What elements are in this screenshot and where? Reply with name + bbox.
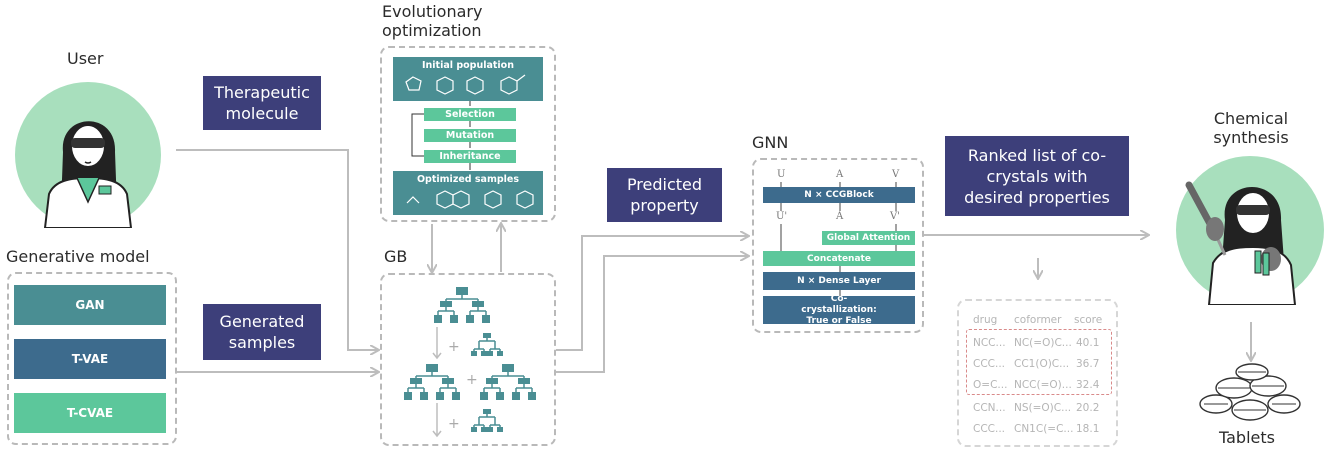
pill-icon [1199, 363, 1301, 421]
row-drug: CCC... [973, 423, 1006, 435]
concatenate-layer: Concatenate [763, 251, 915, 266]
header-score: score [1074, 314, 1103, 326]
gnn-output-u: U' [776, 211, 788, 222]
row-drug: CCC... [973, 358, 1006, 370]
svg-text:+: + [448, 416, 460, 432]
row-score: 40.1 [1076, 337, 1100, 349]
row-score: 20.2 [1076, 402, 1100, 414]
global-attention-layer: Global Attention [822, 231, 915, 245]
svg-text:+: + [448, 339, 460, 355]
generative-model-label: Generative model [6, 247, 150, 266]
optimized-molecule-icons [406, 190, 534, 209]
row-coformer: NC(=O)C... [1014, 337, 1072, 349]
gnn-panel: U A V N × CCGBlock U' A V' Global Attent… [752, 158, 924, 333]
generative-model-panel: GAN T-VAE T-CVAE [7, 272, 177, 445]
chemical-synthesis-label: Chemical synthesis [1213, 109, 1289, 147]
gnn-label: GNN [752, 133, 789, 152]
optimized-samples-box: Optimized samples [393, 171, 543, 215]
chemist-avatar [1175, 155, 1325, 305]
optimized-samples-label: Optimized samples [416, 174, 520, 185]
row-coformer: CN1C(=C... [1014, 423, 1074, 435]
cocrystallization-output: Co-crystallization: True or False [763, 294, 915, 326]
header-drug: drug [973, 314, 998, 326]
ranked-list-box: Ranked list of co-crystals with desired … [945, 136, 1129, 216]
ranked-table: drug coformer score NCC... NC(=O)C... 40… [957, 299, 1118, 447]
predicted-property-box: Predicted property [607, 168, 722, 222]
molecule-icons [405, 74, 526, 95]
initial-population-label: Initial population [422, 60, 514, 71]
tcvae-model: T-CVAE [14, 393, 166, 433]
therapeutic-molecule-box: Therapeutic molecule [203, 76, 321, 130]
evolution-loop-arrows [411, 101, 471, 170]
mutation-step: Mutation [424, 129, 516, 142]
gnn-flow-arrows [780, 182, 897, 296]
inheritance-step: Inheritance [424, 150, 516, 163]
chemist-icon [1176, 156, 1324, 305]
row-coformer: NS(=O)C... [1014, 402, 1072, 414]
scientist-icon [15, 82, 161, 228]
row-drug: NCC... [973, 337, 1006, 349]
row-coformer: CC1(O)C... [1014, 358, 1070, 370]
gnn-input-v: V [892, 169, 900, 180]
row-score: 18.1 [1076, 423, 1100, 435]
gb-panel: + + + [380, 273, 556, 446]
gnn-input-u: U [777, 169, 786, 180]
ranked-list-label: Ranked list of co-crystals with desired … [964, 145, 1110, 207]
row-coformer: NCC(=O)... [1014, 379, 1072, 391]
header-coformer: coformer [1014, 314, 1062, 326]
row-score: 36.7 [1076, 358, 1100, 370]
row-drug: O=C... [973, 379, 1008, 391]
svg-text:+: + [466, 372, 478, 388]
ccgblock-layer: N × CCGBlock [763, 187, 915, 203]
user-label: User [67, 49, 104, 68]
gb-label: GB [384, 247, 408, 266]
selection-step: Selection [424, 108, 516, 121]
row-score: 32.4 [1076, 379, 1100, 391]
row-drug: CCN... [973, 402, 1006, 414]
therapeutic-molecule-label: Therapeutic molecule [214, 83, 310, 123]
tablets-illustration [1196, 360, 1306, 426]
evolutionary-panel: Initial population Selection Mutation In… [380, 46, 556, 222]
generated-samples-box: Generated samples [203, 304, 321, 360]
evolutionary-optimization-label: Evolutionary optimization [382, 2, 483, 40]
tvae-model: T-VAE [14, 339, 166, 379]
gnn-input-a: A [836, 169, 844, 180]
gan-model: GAN [14, 285, 166, 325]
generated-samples-label: Generated samples [219, 312, 305, 352]
initial-population-box: Initial population [393, 57, 543, 101]
gradient-boosting-trees: + + + [404, 287, 536, 438]
dense-layer: N × Dense Layer [763, 272, 915, 290]
gnn-output-v: V' [890, 211, 900, 222]
tablets-label: Tablets [1219, 428, 1275, 447]
gnn-output-a: A [836, 211, 844, 222]
user-avatar [15, 82, 161, 228]
predicted-property-label: Predicted property [626, 175, 703, 215]
top-candidates-highlight [966, 329, 1112, 395]
